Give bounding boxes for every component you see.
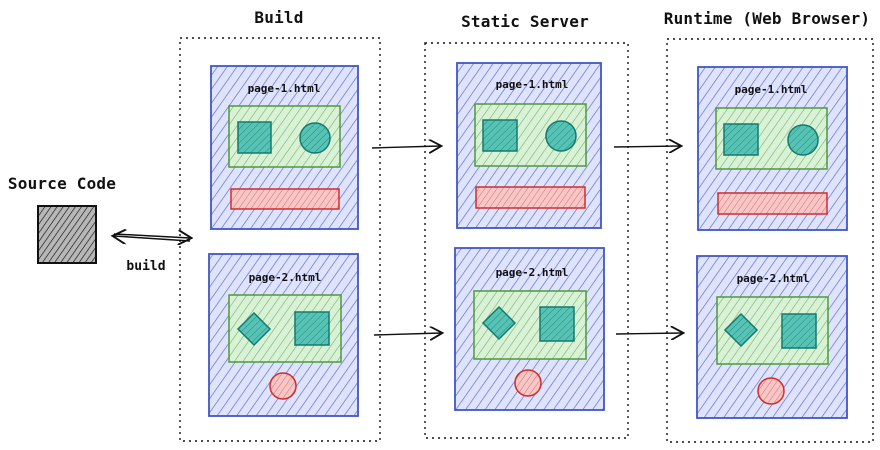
server-to-runtime-arrows xyxy=(613,146,682,334)
static-server-stage: Static Server page-1.html page-2.html xyxy=(424,12,629,439)
runtime-page-1-card: page-1.html xyxy=(697,66,848,231)
square-icon xyxy=(294,311,330,346)
circle-icon xyxy=(545,120,577,152)
arrow-right-icon xyxy=(613,146,680,147)
runtime-page-2-label: page-2.html xyxy=(737,272,810,285)
diamond-icon xyxy=(481,305,517,341)
build-page-1-card: page-1.html xyxy=(210,65,359,230)
red-circle-icon xyxy=(514,369,542,397)
square-icon xyxy=(237,121,272,154)
build-page-2-label: page-2.html xyxy=(249,271,322,284)
diamond-icon xyxy=(236,311,272,347)
runtime-stage: Runtime (Web Browser) page-1.html page-2… xyxy=(664,9,874,443)
red-circle-icon xyxy=(757,377,785,405)
red-circle-icon xyxy=(269,372,297,400)
build-page-1-footer-bar xyxy=(230,188,340,210)
build-relationship: build xyxy=(114,234,190,274)
runtime-page-1-footer-bar xyxy=(717,192,828,215)
arrow-right-icon xyxy=(615,333,682,334)
build-stage-title: Build xyxy=(254,8,303,27)
server-page-1-footer-bar xyxy=(475,186,586,209)
square-icon xyxy=(723,123,759,156)
runtime-page-1-label: page-1.html xyxy=(735,83,808,96)
build-edge-label: build xyxy=(126,259,165,274)
server-page-2-card: page-2.html xyxy=(454,247,605,411)
build-stage-container xyxy=(179,37,381,442)
square-icon xyxy=(539,306,575,342)
runtime-stage-title: Runtime (Web Browser) xyxy=(664,9,871,28)
source-code-icon xyxy=(37,205,97,264)
source-code-group: Source Code xyxy=(8,174,116,264)
build-arrow-left-icon xyxy=(114,236,191,241)
source-code-label: Source Code xyxy=(8,174,116,193)
server-page-2-label: page-2.html xyxy=(496,266,569,279)
build-arrow-right-icon xyxy=(113,234,190,238)
circle-icon xyxy=(299,122,331,154)
server-page-1-label: page-1.html xyxy=(496,78,569,91)
circle-icon xyxy=(787,124,819,156)
square-icon xyxy=(781,313,817,349)
build-page-2-card: page-2.html xyxy=(208,253,359,417)
runtime-stage-container xyxy=(666,38,874,443)
build-page-1-label: page-1.html xyxy=(248,82,321,95)
build-stage: Build page-1.html page-2.html xyxy=(179,8,381,442)
arrow-right-icon xyxy=(373,333,441,335)
runtime-page-2-card: page-2.html xyxy=(696,255,848,419)
build-to-server-arrows xyxy=(371,146,441,335)
server-page-1-card: page-1.html xyxy=(456,62,602,229)
diamond-icon xyxy=(723,312,759,348)
static-server-stage-title: Static Server xyxy=(461,12,589,31)
square-icon xyxy=(482,119,518,152)
arrow-right-icon xyxy=(371,146,440,148)
